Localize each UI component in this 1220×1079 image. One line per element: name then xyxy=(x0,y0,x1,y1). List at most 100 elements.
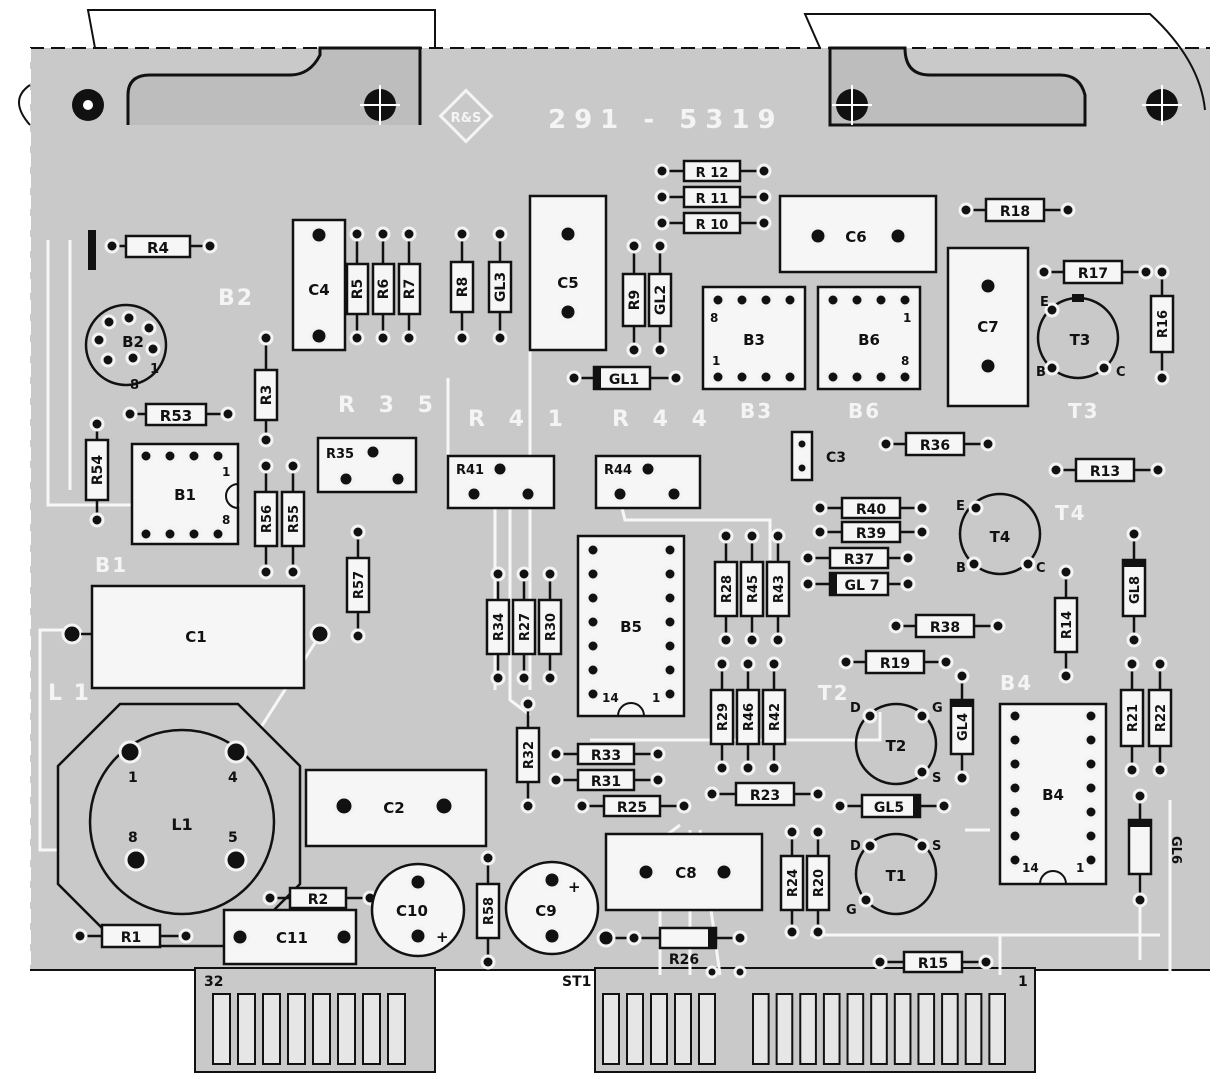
c11-label: C11 xyxy=(276,929,308,947)
gl2-label: GL2 xyxy=(653,285,669,315)
via-1 xyxy=(705,965,719,979)
r24-label: R24 xyxy=(786,869,801,897)
r22-label: R22 xyxy=(1154,704,1169,732)
resistor-r8: R8 xyxy=(449,226,475,346)
resistor-r45: R45 xyxy=(739,528,765,648)
resistor-r57: R57 xyxy=(345,524,371,644)
t4-b-label: B xyxy=(956,561,966,576)
edge-finger-9 xyxy=(602,993,620,1065)
r14-label: R14 xyxy=(1060,611,1075,639)
ic-b1-pin8-label: 8 xyxy=(222,513,230,527)
ic-b3-label: B3 xyxy=(743,331,765,349)
resistor-r12: R 12 xyxy=(654,159,772,183)
resistor-r4: R4 xyxy=(104,234,218,259)
r55-label: R55 xyxy=(287,505,302,533)
r27-label: R27 xyxy=(518,613,533,641)
resistor-r29: R29 xyxy=(709,656,735,776)
c9-label: C9 xyxy=(535,902,556,920)
c9-plus-label: + xyxy=(568,878,581,896)
mount-cutout-right xyxy=(828,46,1087,127)
ic-b4-label: B4 xyxy=(1042,786,1064,804)
ic-b2-pin1-label: 1 xyxy=(150,362,159,377)
c6-label: C6 xyxy=(845,228,866,246)
resistor-r15: R15 xyxy=(872,950,994,974)
edge-pin-last-label: 1 xyxy=(1018,974,1028,990)
ic-b3-pin8-label: 8 xyxy=(710,311,718,325)
gl4-label: GL4 xyxy=(956,713,971,741)
capacitor-c9: C9 + xyxy=(504,860,600,956)
ic-b2: B2 1 8 xyxy=(84,303,168,393)
diode-gl7: GL 7 xyxy=(800,571,916,597)
resistor-r2: R2 xyxy=(262,886,378,910)
t2-label: T2 xyxy=(886,737,907,755)
c10-label: C10 xyxy=(396,902,428,920)
ic-b5: B5 14 1 xyxy=(576,534,686,718)
r56-label: R56 xyxy=(260,505,275,533)
diode-gl6: GL6 xyxy=(1127,788,1183,908)
rs-logo-icon: R&S xyxy=(438,88,494,144)
resistor-r28: R28 xyxy=(713,528,739,648)
silk-t4: T4 xyxy=(1055,501,1087,525)
silk-b2: B2 xyxy=(218,286,254,311)
r43-label: R43 xyxy=(772,575,787,603)
resistor-r6: R6 xyxy=(371,226,396,346)
mount-hole-2-icon xyxy=(360,85,400,125)
resistor-r37: R37 xyxy=(800,546,916,570)
ic-b4-pin1-label: 1 xyxy=(1076,861,1084,875)
silk-b4: B4 xyxy=(1000,671,1033,695)
capacitor-c6: C6 xyxy=(778,194,938,274)
connector-st1-label: ST1 xyxy=(562,974,591,990)
r19-label: R19 xyxy=(880,656,910,672)
r40-label: R40 xyxy=(856,502,887,518)
edge-finger-5 xyxy=(312,993,331,1065)
resistor-r11: R 11 xyxy=(654,185,772,209)
mount-hole-1-icon xyxy=(72,89,104,121)
r39-label: R39 xyxy=(856,526,886,542)
edge-finger-4 xyxy=(287,993,306,1065)
resistor-r30: R30 xyxy=(537,566,563,686)
edge-finger-11 xyxy=(650,993,668,1065)
r15-label: R15 xyxy=(918,956,948,972)
ic-b4-pin14-label: 14 xyxy=(1022,861,1039,875)
silk-r41: R 4 1 xyxy=(468,407,571,432)
capacitor-c2: C2 xyxy=(304,768,488,848)
ic-b1-pin1-label: 1 xyxy=(222,465,230,479)
resistor-r27: R27 xyxy=(511,566,537,686)
r18-label: R18 xyxy=(1000,204,1030,220)
t2-g-label: G xyxy=(932,701,943,716)
t4-e-label: E xyxy=(956,499,965,514)
silk-t2: T2 xyxy=(818,681,850,705)
silk-b6: B6 xyxy=(848,399,881,423)
resistor-r20: R20 xyxy=(805,824,831,940)
resistor-r25: R25 xyxy=(574,794,692,818)
r33-label: R33 xyxy=(591,748,621,764)
t1-g-label: G xyxy=(846,903,857,918)
c10-plus-label: + xyxy=(436,928,449,946)
frame-bracket-left xyxy=(86,9,436,49)
mount-hole-3-icon xyxy=(832,85,872,125)
edge-finger-16 xyxy=(799,993,817,1065)
resistor-r18: R18 xyxy=(958,197,1076,223)
silk-b3: B3 xyxy=(740,399,773,423)
transistor-t2: T2 D G S xyxy=(850,701,943,786)
gl8-label: GL8 xyxy=(1128,576,1143,604)
edge-connector-fingers xyxy=(212,993,1007,1065)
edge-pin-first-label: 32 xyxy=(204,974,223,990)
resistor-r39: R39 xyxy=(812,520,930,544)
ic-b3-pin1-label: 1 xyxy=(712,354,720,368)
r6-label: R6 xyxy=(376,279,392,300)
t4-label: T4 xyxy=(990,528,1011,546)
resistor-r40: R40 xyxy=(812,496,930,520)
silk-l1: L 1 xyxy=(48,681,91,706)
r42-label: R42 xyxy=(768,703,783,731)
board-part-number: 291 - 5319 xyxy=(548,105,784,135)
t2-s-label: S xyxy=(932,771,941,786)
edge-finger-8 xyxy=(387,993,406,1065)
r25-label: R25 xyxy=(617,800,647,816)
resistor-r46: R46 xyxy=(735,656,761,776)
connector-strip-left xyxy=(88,230,96,270)
via-2 xyxy=(733,965,747,979)
r17-label: R17 xyxy=(1078,266,1108,282)
t3-b-label: B xyxy=(1036,365,1046,380)
r36-label: R36 xyxy=(920,438,950,454)
